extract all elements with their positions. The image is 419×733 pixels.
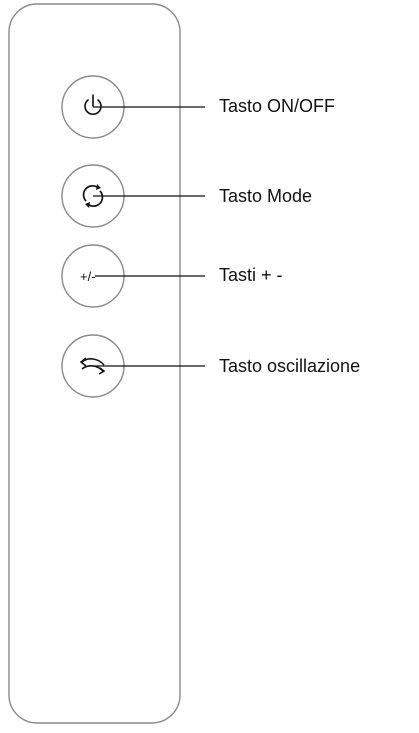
plus-minus-buttons-label: Tasti + - [219, 265, 283, 285]
mode-button-label: Tasto Mode [219, 186, 313, 206]
power-icon [84, 94, 102, 115]
cycle-arrows-icon [82, 184, 104, 208]
power-button-label: Tasto ON/OFF [219, 96, 336, 116]
oscillation-button [61, 334, 125, 398]
oscillation-icon [79, 357, 106, 375]
plus-minus-icon: +/- [80, 269, 96, 284]
remote-body [8, 3, 181, 724]
oscillation-button-label: Tasto oscillazione [219, 356, 361, 376]
